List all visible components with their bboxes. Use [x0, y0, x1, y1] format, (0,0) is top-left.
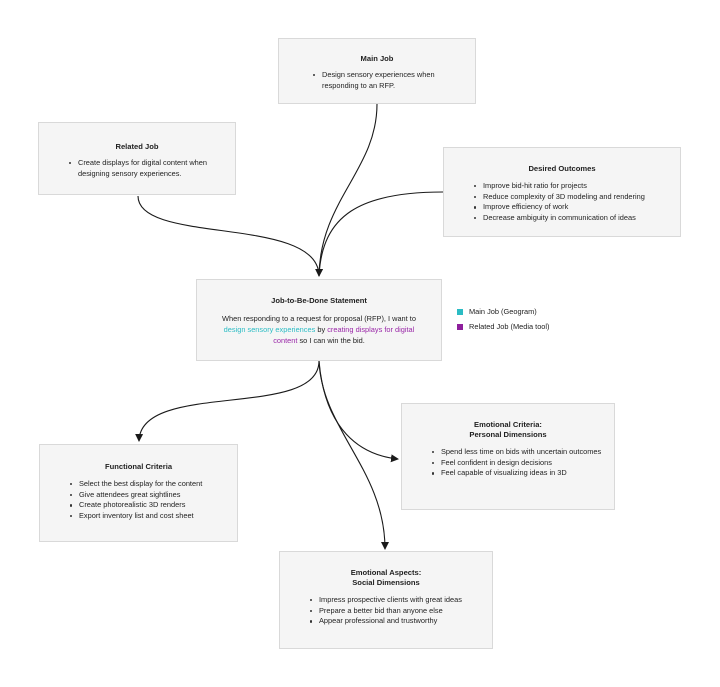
- arrow-jtbd-to-functional: [135, 360, 320, 442]
- list-item: Reduce complexity of 3D modeling and ren…: [472, 192, 668, 203]
- legend-main-label: Main Job (Geogram): [469, 307, 537, 316]
- list-item: Create displays for digital content when…: [67, 158, 223, 179]
- jtbd-text-part1: When responding to a request for proposa…: [222, 314, 416, 323]
- main-job-card: Main Job Design sensory experiences when…: [278, 38, 476, 104]
- list-item: Design sensory experiences when respondi…: [311, 70, 463, 91]
- list-item: Feel capable of visualizing ideas in 3D: [430, 468, 602, 479]
- emotional-social-card: Emotional Aspects: Social Dimensions Imp…: [279, 551, 493, 649]
- desired-outcomes-card: Desired Outcomes Improve bid-hit ratio f…: [443, 147, 681, 237]
- list-item: Feel confident in design decisions: [430, 458, 602, 469]
- legend-related-job: Related Job (Media tool): [457, 322, 550, 332]
- legend-related-label: Related Job (Media tool): [469, 322, 550, 331]
- desired-outcomes-title: Desired Outcomes: [528, 164, 596, 173]
- emotional-social-title-line2: Social Dimensions: [352, 578, 420, 587]
- list-item: Spend less time on bids with uncertain o…: [430, 447, 602, 458]
- functional-criteria-card: Functional Criteria Select the best disp…: [39, 444, 238, 542]
- list-item: Decrease ambiguity in communication of i…: [472, 213, 668, 224]
- related-job-list: Create displays for digital content when…: [51, 158, 223, 179]
- arrow-main-to-jtbd: [315, 103, 378, 277]
- list-item: Give attendees great sightlines: [68, 490, 225, 501]
- emotional-personal-title-line2: Personal Dimensions: [469, 430, 547, 439]
- list-item: Improve efficiency of work: [472, 202, 668, 213]
- arrow-outcomes-to-jtbd: [318, 191, 444, 277]
- list-item: Create photorealistic 3D renders: [68, 500, 225, 511]
- emotional-personal-list: Spend less time on bids with uncertain o…: [414, 447, 602, 479]
- list-item: Impress prospective clients with great i…: [308, 595, 480, 606]
- emotional-social-list: Impress prospective clients with great i…: [292, 595, 480, 627]
- desired-outcomes-list: Improve bid-hit ratio for projects Reduc…: [456, 181, 668, 223]
- jtbd-text-part3: so I can win the bid.: [297, 336, 365, 345]
- emotional-social-title: Emotional Aspects: Social Dimensions: [292, 568, 480, 588]
- arrow-jtbd-to-social: [318, 360, 389, 550]
- list-item: Export inventory list and cost sheet: [68, 511, 225, 522]
- jtbd-text-part2: by: [315, 325, 328, 334]
- list-item: Select the best display for the content: [68, 479, 225, 490]
- functional-criteria-title: Functional Criteria: [104, 462, 173, 471]
- emotional-personal-title-line1: Emotional Criteria:: [474, 420, 542, 429]
- purple-swatch: [457, 324, 463, 330]
- related-job-card: Related Job Create displays for digital …: [38, 122, 236, 195]
- jtbd-main-job-highlight: design sensory experiences: [223, 325, 316, 334]
- list-item: Improve bid-hit ratio for projects: [472, 181, 668, 192]
- jtbd-statement: When responding to a request for proposa…: [217, 313, 421, 346]
- emotional-social-title-line1: Emotional Aspects:: [350, 568, 422, 577]
- jtbd-title: Job-to-Be-Done Statement: [271, 296, 367, 305]
- emotional-personal-title: Emotional Criteria: Personal Dimensions: [414, 420, 602, 440]
- legend-main-job: Main Job (Geogram): [457, 307, 537, 317]
- main-job-title: Main Job: [360, 54, 394, 63]
- teal-swatch: [457, 309, 463, 315]
- list-item: Prepare a better bid than anyone else: [308, 606, 480, 617]
- list-item: Appear professional and trustworthy: [308, 616, 480, 627]
- functional-criteria-list: Select the best display for the content …: [52, 479, 225, 521]
- jtbd-related-job-highlight: creating displays for digital content: [273, 325, 415, 345]
- jtbd-statement-card: Job-to-Be-Done Statement When responding…: [196, 279, 442, 361]
- related-job-title: Related Job: [115, 142, 159, 151]
- arrow-related-to-jtbd: [137, 195, 320, 277]
- emotional-personal-card: Emotional Criteria: Personal Dimensions …: [401, 403, 615, 510]
- main-job-list: Design sensory experiences when respondi…: [291, 70, 463, 91]
